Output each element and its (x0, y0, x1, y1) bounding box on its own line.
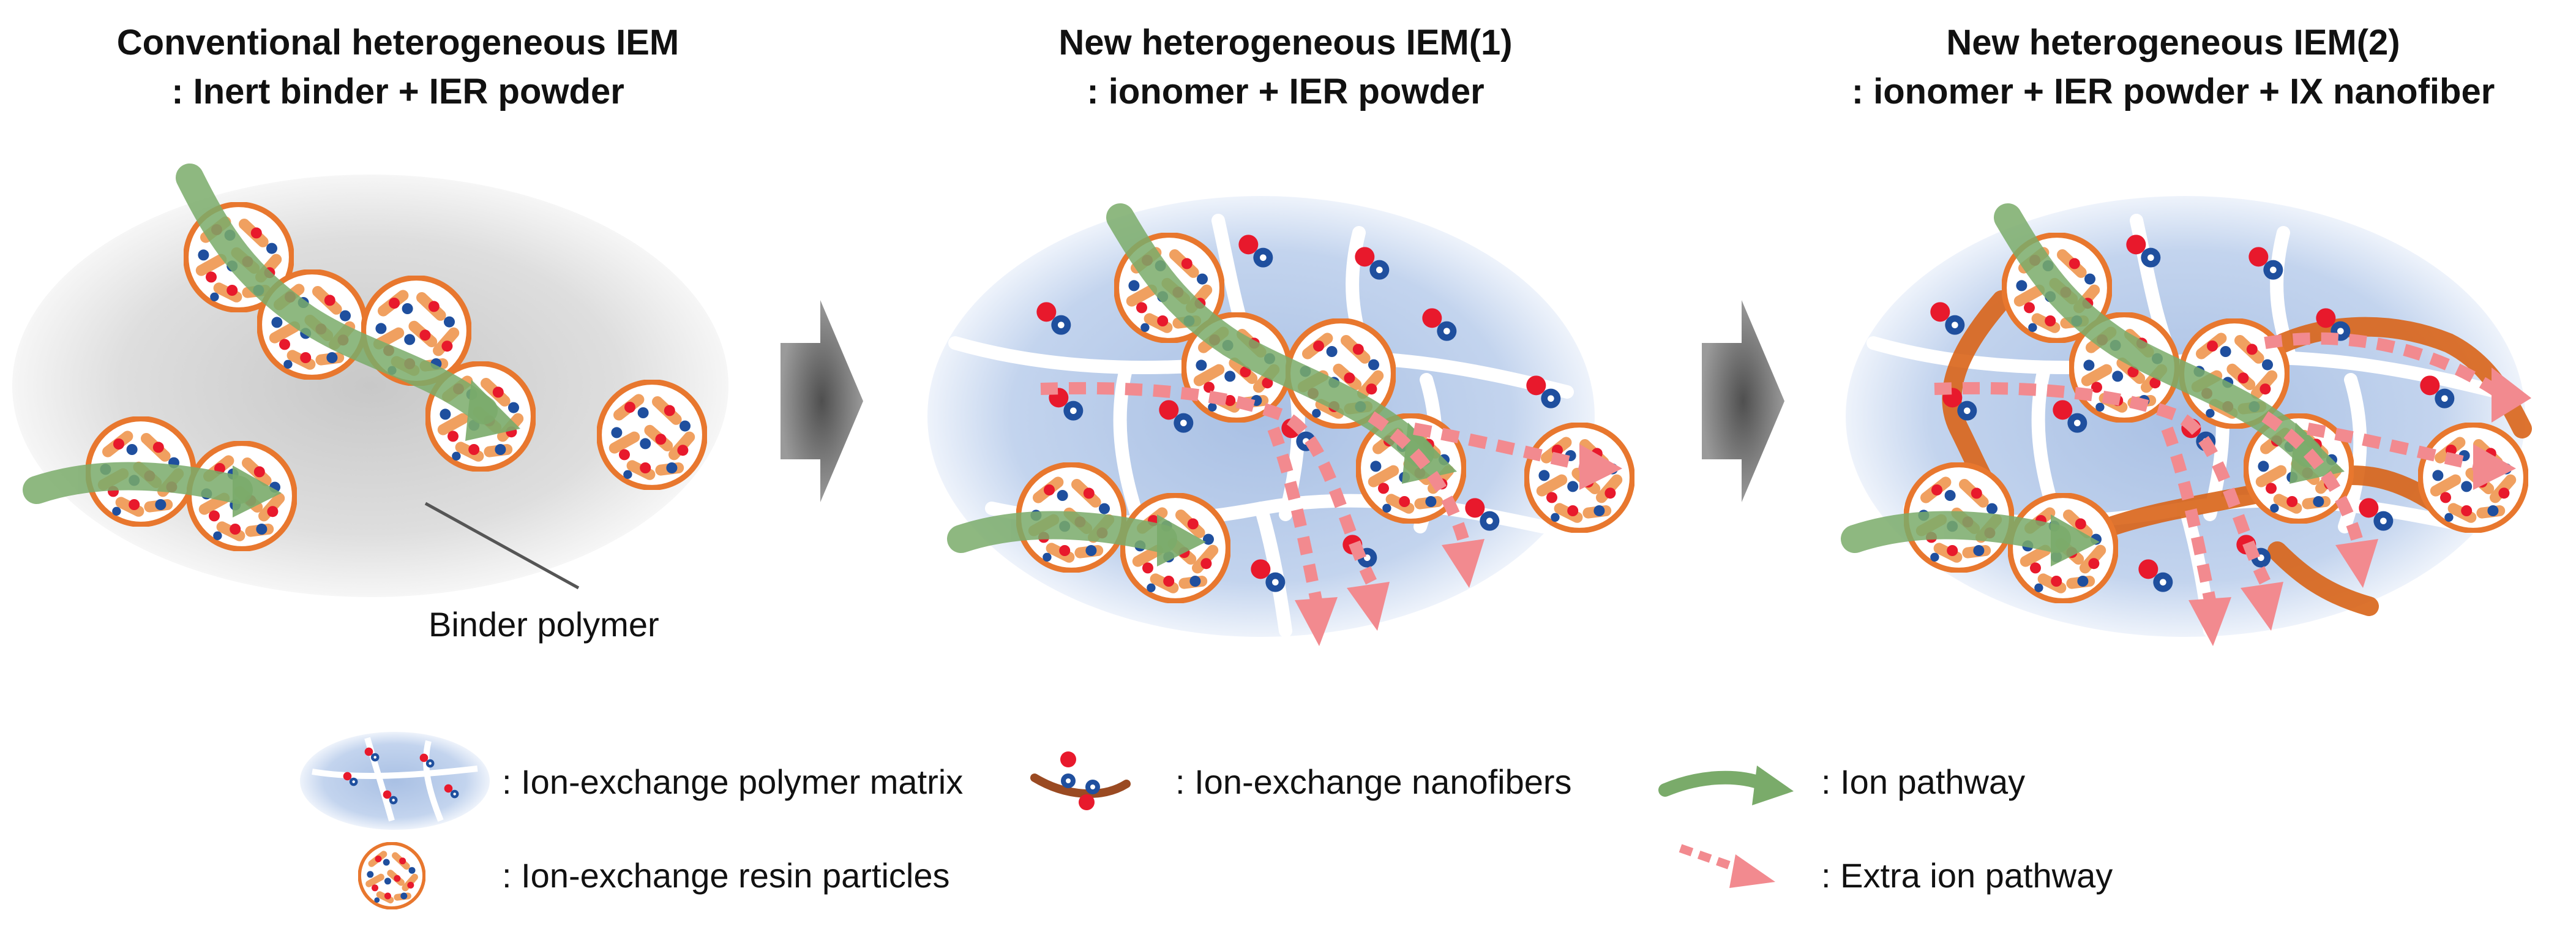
panel1-title-line1: Conventional heterogeneous IEM (116, 23, 680, 62)
extra-ion-arrowheads-panel2 (1295, 444, 1622, 646)
callout-line (424, 502, 580, 590)
ion-pathway-arrowhead (233, 465, 282, 517)
binder-polymer-label: Binder polymer (429, 605, 659, 644)
panel1-title: Conventional heterogeneous IEM : Inert b… (0, 18, 796, 116)
legend-nanofiber-icon (1030, 751, 1131, 810)
extra-ion-pathway-panel2 (1040, 382, 1587, 601)
ion-pathway-panel1 (23, 164, 498, 504)
panel1-title-line2: : Inert binder + IER powder (171, 72, 624, 111)
legend-extra-pathway-icon (1679, 844, 1775, 888)
process-arrow-1 (781, 300, 863, 502)
panel2-title-line1: New heterogeneous IEM(1) (1058, 23, 1513, 62)
ion-pathway-panel3 (1841, 203, 2322, 553)
legend-extra-pathway-label: : Extra ion pathway (1821, 856, 2113, 895)
extra-ion-pathway-panel3 (1934, 332, 2501, 601)
panel3-title: New heterogeneous IEM(2) : ionomer + IER… (1775, 18, 2571, 116)
panel3-title-line2: : ionomer + IER powder + IX nanofiber (1851, 72, 2495, 111)
binder-polymer-region (12, 175, 728, 597)
legend-resin-icon (359, 843, 424, 908)
legend-matrix-icon (300, 732, 490, 830)
panel2-title-line2: : ionomer + IER powder (1087, 72, 1485, 111)
legend-nanofibers-label: : Ion-exchange nanofibers (1175, 762, 1572, 801)
panel3-title-line1: New heterogeneous IEM(2) (1946, 23, 2400, 62)
ion-pathway-panel2 (947, 203, 1434, 553)
legend-matrix-label: : Ion-exchange polymer matrix (502, 762, 964, 801)
extra-ion-arrowheads-panel3 (2188, 367, 2531, 646)
panel2-title: New heterogeneous IEM(1) : ionomer + IER… (888, 18, 1683, 116)
process-arrow-2 (1702, 300, 1784, 502)
legend-ion-pathway-icon (1658, 766, 1794, 805)
ion-pathway-arrowhead (465, 380, 520, 441)
legend-ion-pathway-label: : Ion pathway (1821, 762, 2026, 801)
legend-resin-label: : Ion-exchange resin particles (502, 856, 950, 895)
